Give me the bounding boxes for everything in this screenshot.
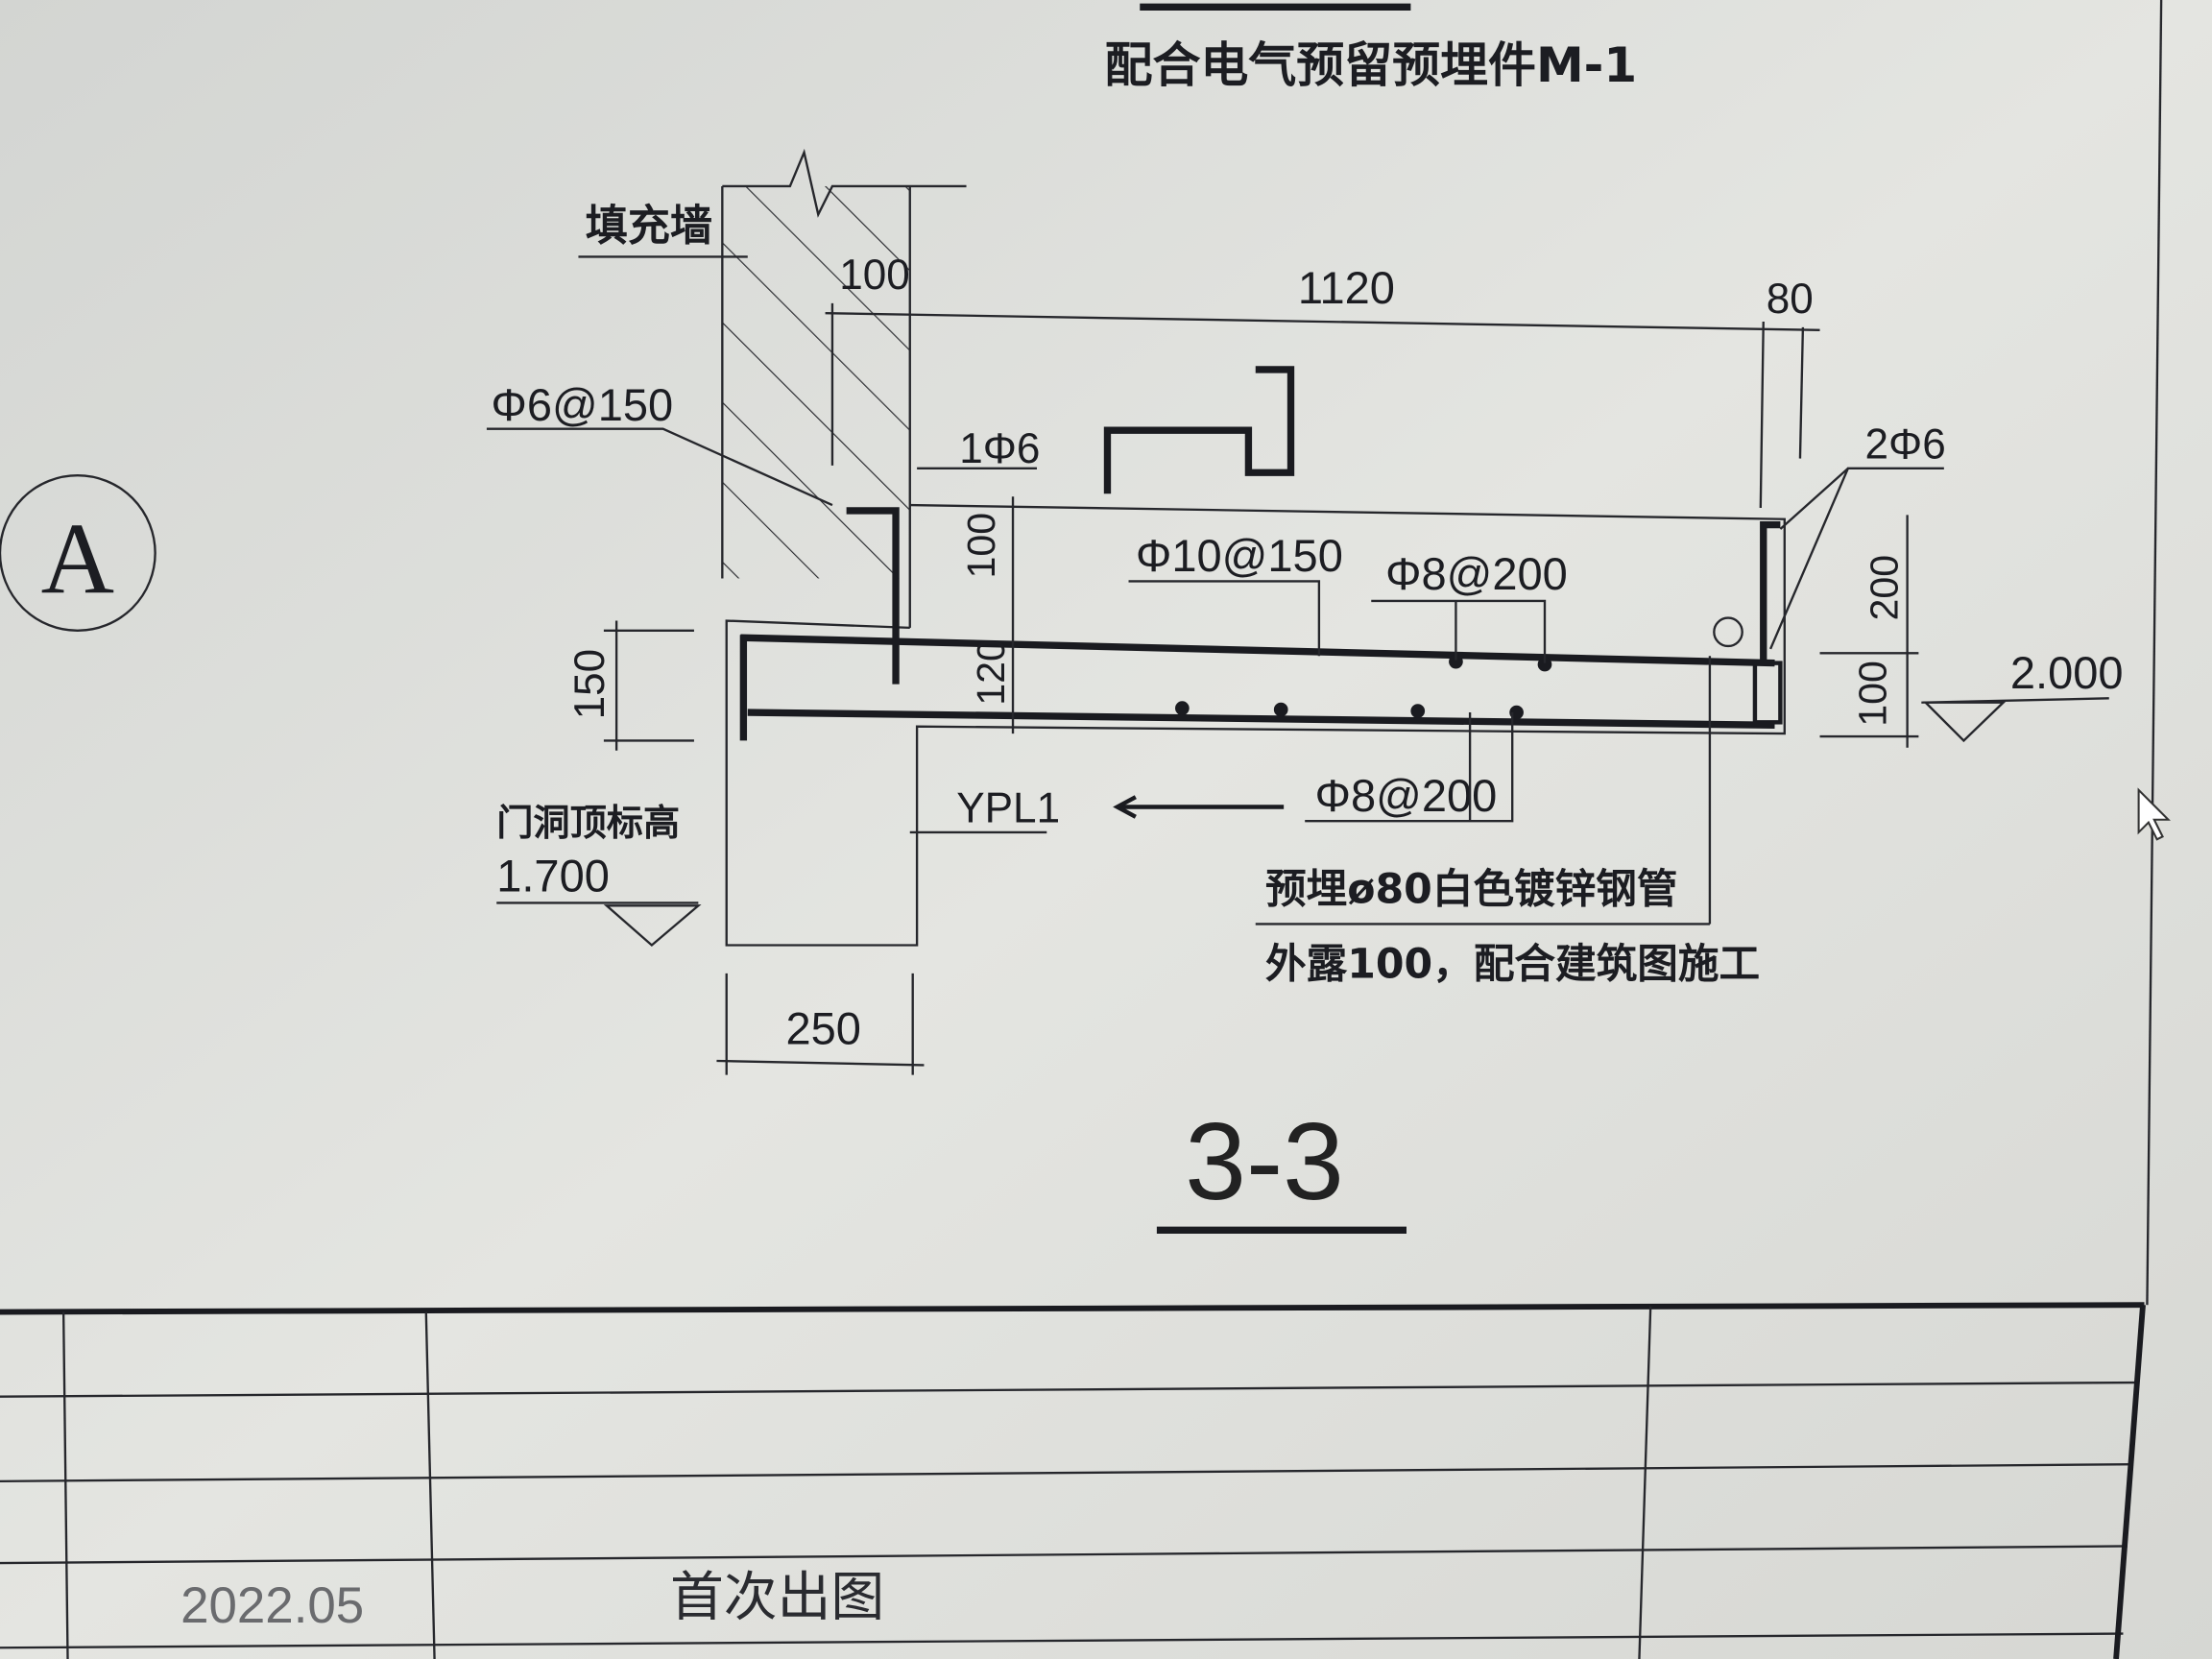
pipe-note-2: 外露100，配合建筑图施工 (1265, 940, 1760, 988)
revision-note: 首次出图 (670, 1566, 884, 1628)
drawing-border (2146, 0, 2163, 1306)
wall-label: 填充墙 (586, 202, 712, 251)
dim-200-right: 200 (1862, 555, 1906, 621)
door-top-elevation: 1.700 (496, 851, 610, 902)
dim-150: 150 (566, 649, 613, 720)
dim-100-wall: 100 (839, 252, 910, 299)
dim-line-top (825, 312, 1820, 332)
pipe-note-1: 预埋ø80白色镀锌钢管 (1265, 865, 1677, 913)
mouse-cursor-icon (2137, 787, 2171, 841)
dim-80: 80 (1767, 276, 1814, 323)
dim-1120: 1120 (1298, 262, 1395, 313)
step-symbol (1103, 366, 1295, 494)
axis-bubble: A (0, 474, 156, 632)
title-block-table (0, 1302, 2146, 1659)
dim-120-slab: 120 (969, 639, 1013, 706)
canopy-slab (725, 503, 1786, 947)
dim-100-right: 100 (1851, 661, 1895, 727)
drawing-title: 配合电气预留预埋件M-1 (1105, 37, 1638, 93)
elevation-marker-door (603, 904, 702, 948)
door-top-label: 门洞顶标高 (496, 803, 680, 845)
elevation-right: 2.000 (2010, 647, 2124, 698)
axis-label: A (41, 502, 114, 614)
elevation-marker (1922, 701, 2007, 743)
rebar-stirrup-label: Φ6@150 (491, 379, 673, 430)
beam-label: YPL1 (956, 785, 1060, 832)
dim-250: 250 (785, 1002, 860, 1053)
rebar-main-label: Φ10@150 (1136, 530, 1343, 581)
dim-100-upturn: 100 (959, 513, 1003, 579)
rebar-dist-top-label: Φ8@200 (1385, 548, 1568, 599)
revision-date: 2022.05 (180, 1577, 364, 1634)
rebar-dist-bottom-label: Φ8@200 (1314, 770, 1497, 821)
rebar-top-bar-label: 1Φ6 (959, 425, 1040, 472)
section-label: 3-3 (1185, 1100, 1344, 1223)
rebar-edge-label: 2Φ6 (1865, 421, 1946, 469)
